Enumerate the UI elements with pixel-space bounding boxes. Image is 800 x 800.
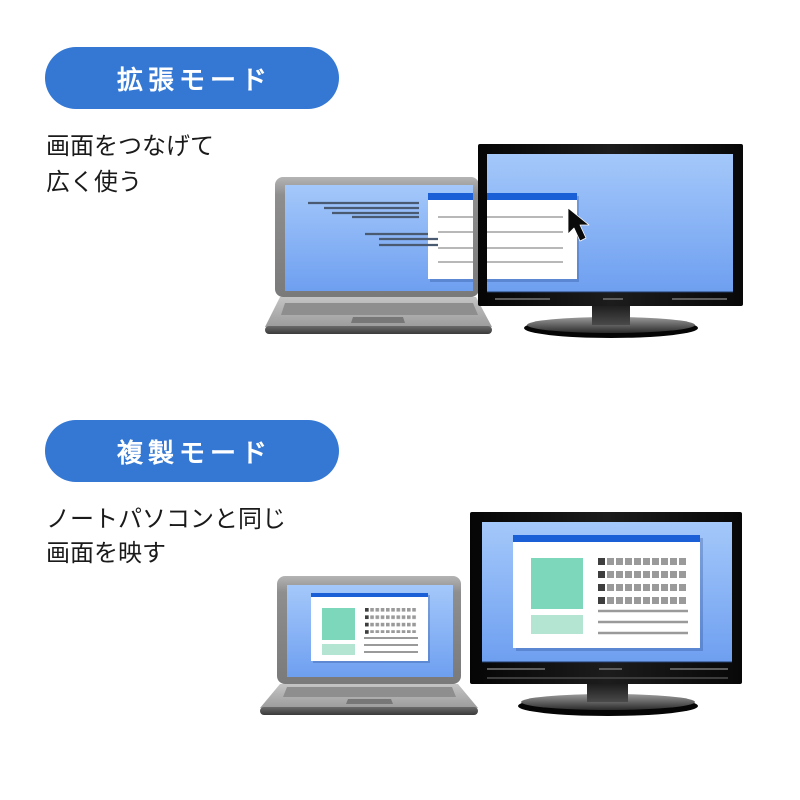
mirror-mode-illustration [260,512,742,716]
data-grid [365,608,417,633]
monitor-stand-neck [592,304,630,325]
extended-mode-label: 拡張モード [116,65,272,96]
spanning-window-left-part [428,193,473,282]
laptop-keyboard [281,303,478,315]
description-line: ノートパソコンと同じ [46,505,286,533]
data-grid [598,558,686,604]
extended-mode-description: 画面をつなげて 広く使う [46,128,214,200]
monitor-bezel-details [495,298,727,300]
description-line: 画面を映す [46,539,166,567]
mirrored-window-large [513,535,703,651]
laptop-icon [265,177,492,334]
description-line: 広く使う [46,168,142,196]
monitor-icon [478,144,743,338]
spanning-window-right-part [487,193,579,282]
laptop-keyboard [283,687,456,697]
laptop-base-rim [265,326,492,334]
mirror-mode-badge: 複製モード [45,420,339,482]
extended-mode-illustration [265,144,743,338]
thumbnail-block [322,608,355,640]
laptop-base-rim [260,707,478,715]
extended-mode-badge: 拡張モード [45,47,339,109]
mirror-mode-label: 複製モード [116,438,272,469]
laptop-icon [260,576,478,715]
thumbnail-block [531,558,583,609]
laptop-trackpad [351,317,405,323]
monitor-stand-neck [587,683,628,702]
thumbnail-caption-block [531,615,583,634]
laptop-trackpad [346,699,393,704]
monitor-bezel-details [487,668,728,679]
description-line: 画面をつなげて [46,132,214,160]
desktop-text-lines [308,201,438,247]
mirrored-window-small [311,593,430,663]
mirror-mode-description: ノートパソコンと同じ 画面を映す [46,502,286,570]
thumbnail-caption-block [322,644,355,655]
mouse-cursor-icon [567,207,590,242]
monitor-icon [470,512,742,716]
